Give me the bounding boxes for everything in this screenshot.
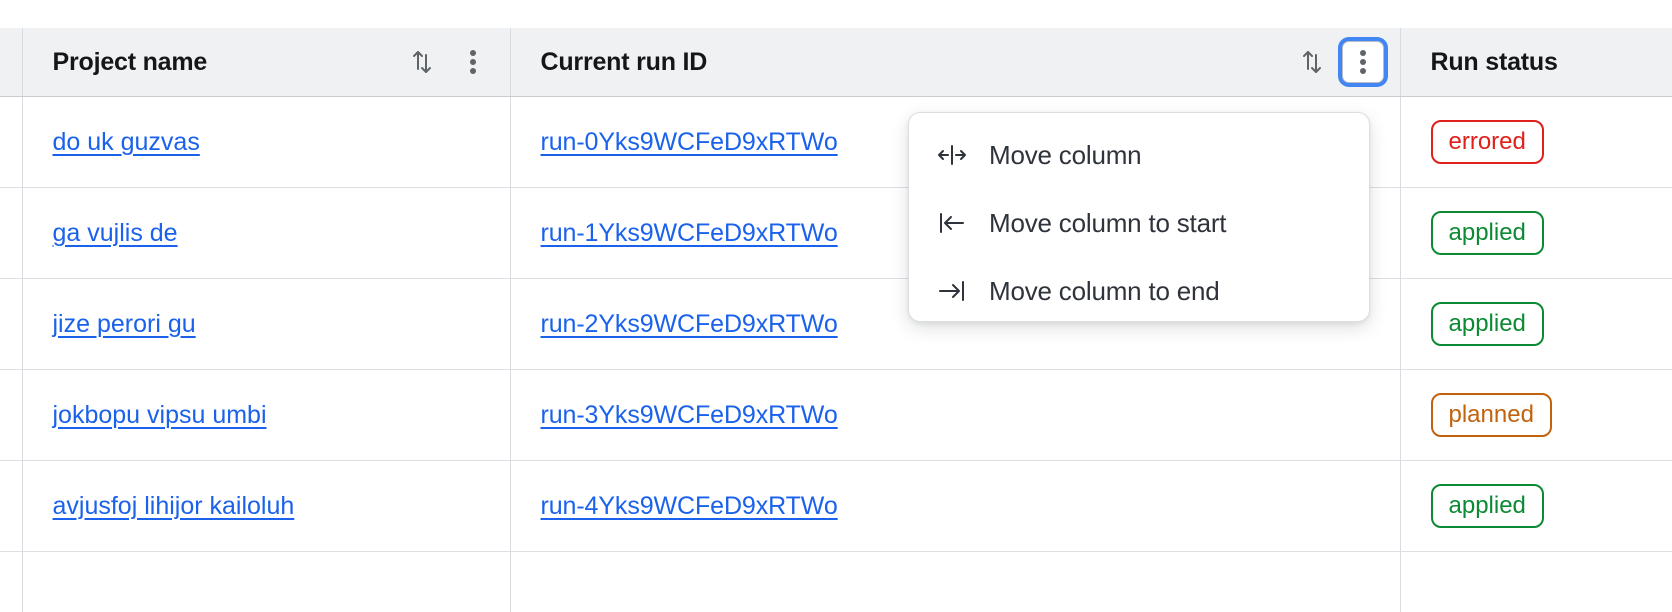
column-header-run-status[interactable]: Run status <box>1400 28 1672 97</box>
kebab-menu-icon-current-run-id[interactable] <box>1341 41 1384 83</box>
menu-item-move-column[interactable]: Move column <box>909 121 1369 189</box>
status-badge: planned <box>1430 393 1552 437</box>
table-body: do uk guzvas run-0Yks9WCFeD9xRTWo errore… <box>0 96 1672 612</box>
row-gutter <box>0 460 23 552</box>
cell-project-name <box>22 551 511 612</box>
table-row: avjusfoj lihijor kailoluh run-4Yks9WCFeD… <box>0 460 1672 552</box>
status-badge: applied <box>1430 484 1544 528</box>
project-name-link[interactable]: do uk guzvas <box>52 127 200 156</box>
table-row-partial <box>0 551 1672 612</box>
menu-item-label: Move column <box>989 139 1142 170</box>
kebab-menu-icon-project-name[interactable] <box>452 41 494 83</box>
column-context-menu: Move column Move column to start Move co… <box>908 112 1370 322</box>
cell-current-run-id <box>510 551 1401 612</box>
row-gutter <box>0 96 23 188</box>
menu-item-label: Move column to end <box>989 275 1220 306</box>
run-id-link[interactable]: run-2Yks9WCFeD9xRTWo <box>540 309 838 338</box>
cell-project-name: do uk guzvas <box>22 96 511 188</box>
table-header-row: Project name <box>0 28 1672 97</box>
column-header-label-project-name: Project name <box>52 47 208 76</box>
cell-current-run-id: run-3Yks9WCFeD9xRTWo <box>510 369 1401 461</box>
cell-run-status: planned <box>1400 369 1672 461</box>
row-gutter <box>0 187 23 279</box>
cell-project-name: avjusfoj lihijor kailoluh <box>22 460 511 552</box>
sort-updown-icon-project-name[interactable] <box>402 42 442 82</box>
column-header-current-run-id[interactable]: Current run ID <box>510 28 1401 97</box>
cell-run-status: applied <box>1400 187 1672 279</box>
move-column-to-end-icon <box>937 278 967 304</box>
cell-run-status: errored <box>1400 96 1672 188</box>
menu-item-move-column-to-start[interactable]: Move column to start <box>909 189 1369 257</box>
run-id-link[interactable]: run-1Yks9WCFeD9xRTWo <box>540 218 838 247</box>
row-gutter <box>0 551 23 612</box>
move-column-icon <box>937 142 967 168</box>
move-column-to-start-icon <box>937 210 967 236</box>
cell-run-status: applied <box>1400 460 1672 552</box>
cell-current-run-id: run-4Yks9WCFeD9xRTWo <box>510 460 1401 552</box>
cell-project-name: jize perori gu <box>22 278 511 370</box>
table-row: do uk guzvas run-0Yks9WCFeD9xRTWo errore… <box>0 96 1672 188</box>
cell-project-name: ga vujlis de <box>22 187 511 279</box>
projects-table-container: Project name <box>0 28 1672 612</box>
table-row: jokbopu vipsu umbi run-3Yks9WCFeD9xRTWo … <box>0 369 1672 461</box>
run-id-link[interactable]: run-3Yks9WCFeD9xRTWo <box>540 400 838 429</box>
table-row: jize perori gu run-2Yks9WCFeD9xRTWo appl… <box>0 278 1672 370</box>
sort-updown-icon-current-run-id[interactable] <box>1292 42 1332 82</box>
status-badge: applied <box>1430 211 1544 255</box>
row-gutter-header <box>0 28 23 97</box>
run-id-link[interactable]: run-4Yks9WCFeD9xRTWo <box>540 491 838 520</box>
cell-run-status: applied <box>1400 278 1672 370</box>
column-header-project-name[interactable]: Project name <box>22 28 511 97</box>
cell-run-status <box>1400 551 1672 612</box>
column-header-label-current-run-id: Current run ID <box>540 47 708 76</box>
project-name-link[interactable]: avjusfoj lihijor kailoluh <box>52 491 295 520</box>
project-name-link[interactable]: jize perori gu <box>52 309 196 338</box>
run-id-link[interactable]: run-0Yks9WCFeD9xRTWo <box>540 127 838 156</box>
menu-item-label: Move column to start <box>989 207 1227 238</box>
status-badge: applied <box>1430 302 1544 346</box>
column-header-label-run-status: Run status <box>1430 47 1558 76</box>
project-name-link[interactable]: ga vujlis de <box>52 218 178 247</box>
project-name-link[interactable]: jokbopu vipsu umbi <box>52 400 267 429</box>
projects-table: Project name <box>0 28 1672 612</box>
table-row: ga vujlis de run-1Yks9WCFeD9xRTWo applie… <box>0 187 1672 279</box>
row-gutter <box>0 278 23 370</box>
cell-project-name: jokbopu vipsu umbi <box>22 369 511 461</box>
menu-item-move-column-to-end[interactable]: Move column to end <box>909 257 1369 325</box>
row-gutter <box>0 369 23 461</box>
status-badge: errored <box>1430 120 1544 164</box>
table-header: Project name <box>0 28 1672 97</box>
